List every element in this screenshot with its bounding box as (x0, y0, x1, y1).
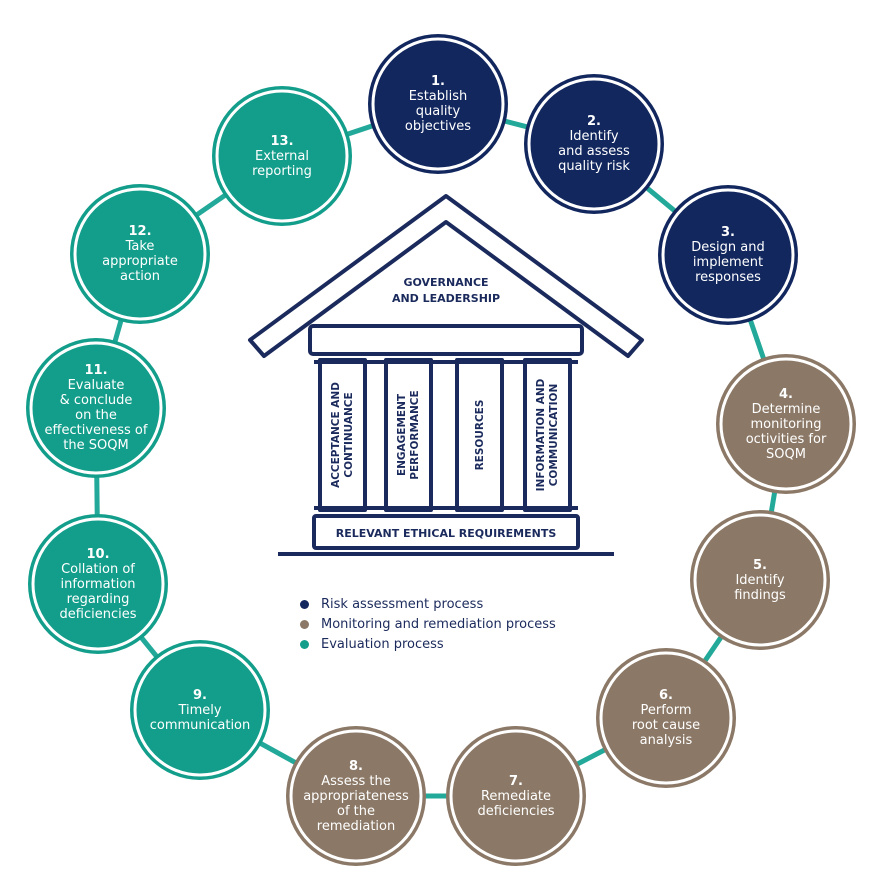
legend-label-evaluation: Evaluation process (321, 636, 444, 652)
step-circle-10 (28, 514, 168, 654)
step-circle-inner (73, 187, 207, 321)
legend-label-monitoring: Monitoring and remediation process (321, 616, 556, 632)
step-circle-inner (133, 643, 267, 777)
base-label: RELEVANT ETHICAL REQUIREMENTS (336, 527, 557, 540)
step-circle-inner (449, 729, 583, 863)
step-circle-inner (371, 37, 505, 171)
svg-text:CONTINUANCE: CONTINUANCE (343, 392, 355, 477)
legend: Risk assessment process Monitoring and r… (300, 594, 556, 654)
step-circle-inner (31, 517, 165, 651)
step-circle-7 (446, 726, 586, 866)
step-circle-inner (599, 651, 733, 785)
step-circle-inner (215, 89, 349, 223)
legend-item-monitoring: Monitoring and remediation process (300, 614, 556, 634)
legend-item-evaluation: Evaluation process (300, 634, 556, 654)
svg-text:INFORMATION AND: INFORMATION AND (535, 378, 547, 491)
temple-base (312, 514, 580, 550)
pillar-label-3: RESOURCES (474, 400, 486, 471)
step-circle-1 (368, 34, 508, 174)
pillar-label-4: INFORMATION AND COMMUNICATION (535, 378, 560, 491)
svg-text:ENGAGEMENT: ENGAGEMENT (396, 393, 408, 476)
roof-label-line2: AND LEADERSHIP (392, 292, 500, 305)
step-circle-8 (286, 726, 426, 866)
step-circle-3 (658, 185, 798, 325)
step-circles (26, 34, 856, 866)
svg-text:ACCEPTANCE AND: ACCEPTANCE AND (330, 382, 342, 488)
step-circle-inner (693, 513, 827, 647)
legend-item-risk: Risk assessment process (300, 594, 556, 614)
step-circle-9 (130, 640, 270, 780)
svg-text:COMMUNICATION: COMMUNICATION (548, 384, 560, 487)
legend-dot-monitoring-icon (300, 619, 309, 629)
roof-label-line1: GOVERNANCE (403, 276, 488, 289)
step-circle-13 (212, 86, 352, 226)
step-circle-2 (524, 74, 664, 214)
temple-graphic (248, 194, 644, 556)
step-circle-inner (29, 341, 163, 475)
step-circle-5 (690, 510, 830, 650)
roof-outline (248, 194, 644, 358)
step-circle-12 (70, 184, 210, 324)
step-circle-inner (661, 188, 795, 322)
step-circle-inner (289, 729, 423, 863)
entablature (308, 324, 584, 356)
legend-label-risk: Risk assessment process (321, 596, 484, 612)
step-circle-11 (26, 338, 166, 478)
svg-text:PERFORMANCE: PERFORMANCE (409, 390, 421, 479)
step-circle-inner (719, 357, 853, 491)
legend-dot-evaluation-icon (300, 639, 309, 649)
step-circle-6 (596, 648, 736, 788)
pillar-label-1: ACCEPTANCE AND CONTINUANCE (330, 382, 355, 488)
legend-dot-risk-icon (300, 599, 309, 609)
svg-text:RESOURCES: RESOURCES (474, 400, 486, 471)
step-circle-inner (527, 77, 661, 211)
pillar-label-2: ENGAGEMENT PERFORMANCE (396, 390, 421, 479)
step-circle-4 (716, 354, 856, 494)
